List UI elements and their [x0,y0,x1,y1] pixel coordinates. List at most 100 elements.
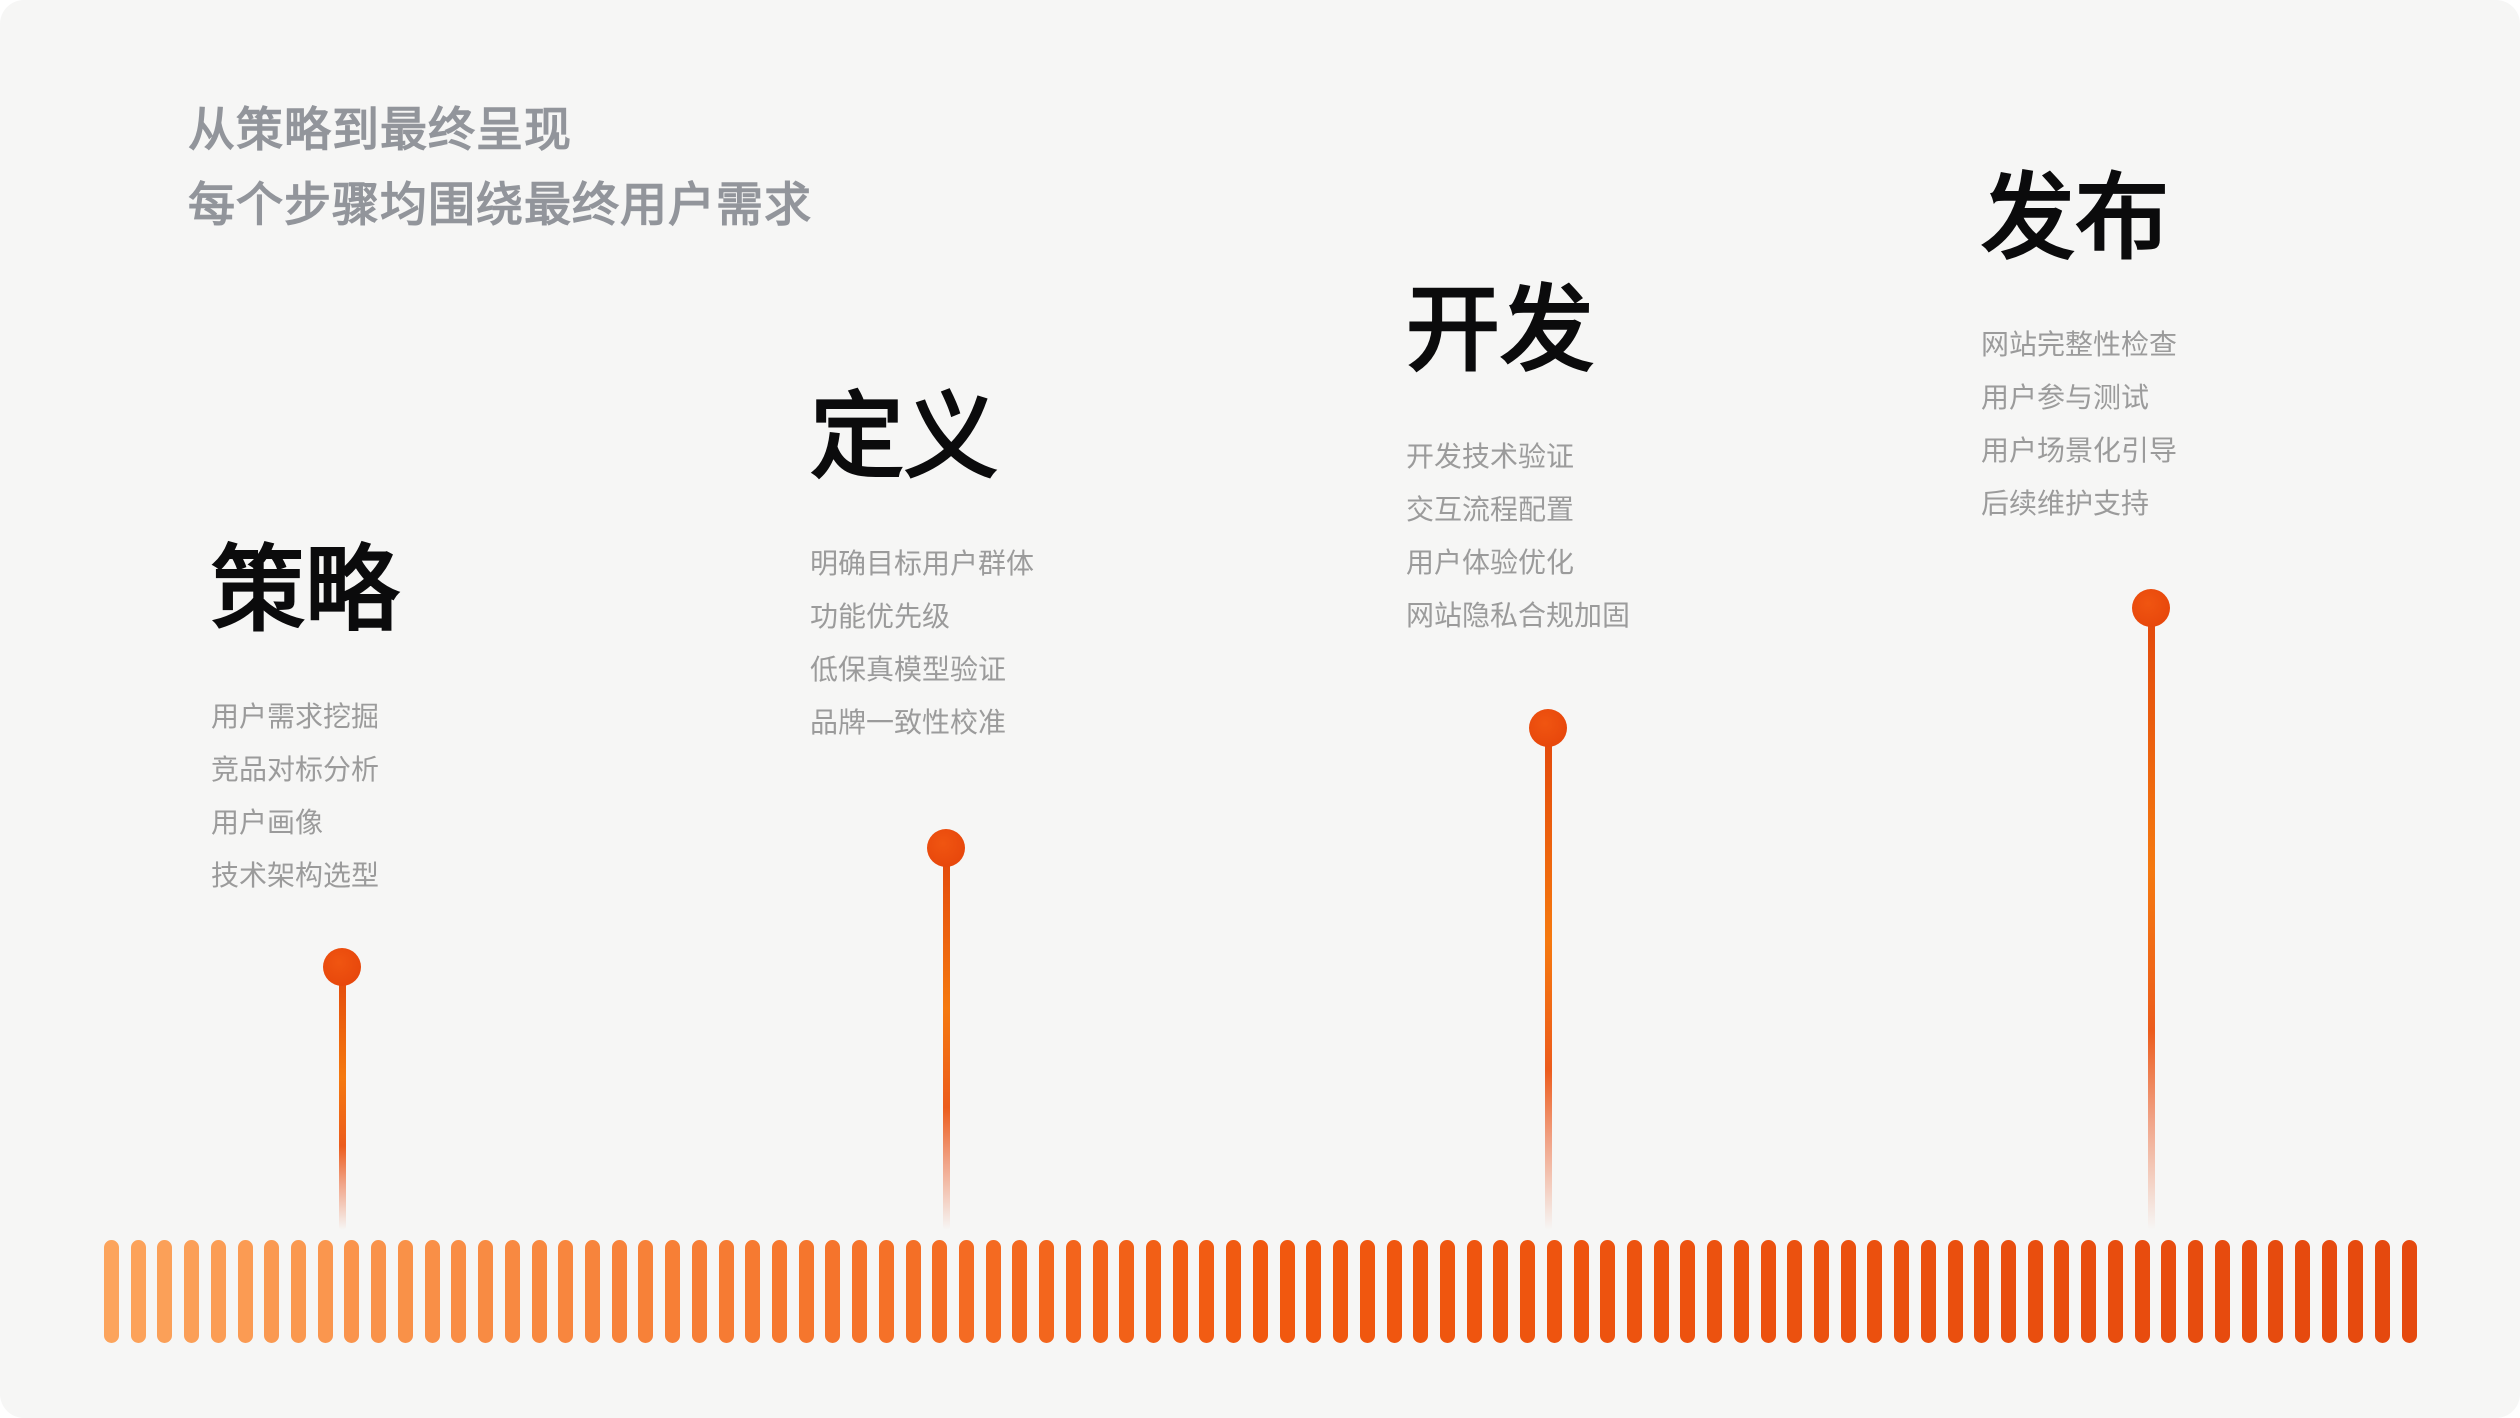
stage-item: 功能优先级 [810,601,951,632]
timeline-tick [210,1240,226,1343]
timeline-tick [959,1240,974,1343]
timeline-tick [1493,1240,1509,1343]
stage-item: 开发技术验证 [1406,441,1575,472]
timeline-tick [1787,1240,1803,1343]
stage-item: 用户场景化引导 [1981,435,2178,466]
stage-item: 用户需求挖掘 [211,701,380,732]
timeline-tick [1092,1240,1108,1343]
timeline-tick [1520,1240,1536,1343]
timeline-tick [718,1240,734,1343]
timeline-tick [1947,1240,1963,1343]
timeline-tick [451,1240,467,1343]
intro-line1: 从策略到最终呈现 [188,103,572,156]
timeline-tick [745,1240,761,1343]
stage-title: 定义 [810,384,999,489]
timeline-tick [1306,1240,1322,1343]
timeline-tick [1279,1240,1295,1343]
timeline-tick [691,1240,707,1343]
timeline-tick [371,1240,387,1343]
timeline-tick [1867,1240,1883,1343]
timeline-tick [1065,1240,1081,1343]
stage-marker-dot [2132,589,2170,627]
timeline-tick [665,1240,681,1343]
timeline-tick [1840,1240,1856,1343]
stage-item-list: 开发技术验证交互流程配置用户体验优化网站隐私合规加固 [1406,430,1630,642]
timeline-tick [344,1240,360,1343]
stage-section-4: 发布网站完整性检查用户参与测试用户场景化引导后续维护支持 [1981,171,2177,530]
timeline-tick [611,1240,627,1343]
timeline-tick [1039,1240,1055,1343]
timeline-tick [2294,1240,2310,1343]
timeline-tick [1119,1240,1135,1343]
stage-item-list: 用户需求挖掘竞品对标分析用户画像技术架构选型 [211,690,399,902]
timeline-tick [878,1240,894,1343]
stage-item: 竞品对标分析 [211,754,380,785]
timeline-tick [1226,1240,1242,1343]
timeline-tick [264,1240,280,1343]
stage-item-list: 明确目标用户群体功能优先级低保真模型验证品牌一致性校准 [810,537,1034,749]
stage-marker-stem [2147,608,2155,1230]
timeline-tick [1573,1240,1589,1343]
timeline-tick [985,1240,1001,1343]
timeline-tick [504,1240,520,1343]
timeline-tick [1920,1240,1936,1343]
timeline-tick [2401,1240,2417,1343]
stage-marker-dot [1529,709,1567,747]
stage-marker-stem [942,848,950,1230]
stage-item: 用户画像 [211,807,324,838]
stage-title: 开发 [1406,277,1595,382]
timeline-tick [1199,1240,1215,1343]
timeline-tick [558,1240,574,1343]
stage-section-3: 开发开发技术验证交互流程配置用户体验优化网站隐私合规加固 [1406,283,1630,642]
timeline-tick [424,1240,440,1343]
timeline-tick [157,1240,173,1343]
timeline-tick [2188,1240,2204,1343]
stage-item: 用户参与测试 [1981,382,2150,413]
stage-title: 策略 [211,537,400,642]
timeline-tick [1733,1240,1749,1343]
timeline-tick [2054,1240,2070,1343]
timeline-tick [1974,1240,1990,1343]
timeline-tick [2214,1240,2230,1343]
timeline-tick [104,1240,119,1343]
timeline-tick [1012,1240,1028,1343]
timeline-tick [1146,1240,1162,1343]
timeline-tick [825,1240,841,1343]
stage-item: 后续维护支持 [1981,488,2150,519]
timeline-tick [1386,1240,1402,1343]
timeline-tick [1814,1240,1829,1343]
timeline-tick [1413,1240,1429,1343]
timeline-tick [1333,1240,1349,1343]
timeline-tick [1680,1240,1696,1343]
timeline-tick [905,1240,921,1343]
timeline-tick [2027,1240,2043,1343]
stage-marker-stem [338,967,346,1230]
timeline-tick [584,1240,600,1343]
timeline-tick [1894,1240,1910,1343]
timeline-tick [638,1240,654,1343]
stage-item: 网站隐私合规加固 [1406,600,1631,631]
timeline-tick [130,1240,146,1343]
timeline-tick [2001,1240,2017,1343]
timeline-tick [317,1240,333,1343]
timeline-tick [184,1240,200,1343]
timeline-tick [291,1240,307,1343]
stage-item: 技术架构选型 [211,860,380,891]
timeline-tick [1439,1240,1455,1343]
stage-marker-stem [1544,728,1552,1230]
timeline-tick [1653,1240,1669,1343]
stage-item: 网站完整性检查 [1981,329,2178,360]
stage-title: 发布 [1981,165,2170,270]
timeline-tick [1252,1240,1268,1343]
timeline-tick [397,1240,413,1343]
timeline-tick [852,1240,868,1343]
stage-marker-dot [927,829,965,867]
timeline-tick [237,1240,253,1343]
timeline-tick [478,1240,494,1343]
timeline-tick [1760,1240,1776,1343]
timeline-tick [2241,1240,2257,1343]
timeline-tick [2107,1240,2123,1343]
stage-item-list: 网站完整性检查用户参与测试用户场景化引导后续维护支持 [1981,318,2177,530]
timeline-tick [2268,1240,2284,1343]
